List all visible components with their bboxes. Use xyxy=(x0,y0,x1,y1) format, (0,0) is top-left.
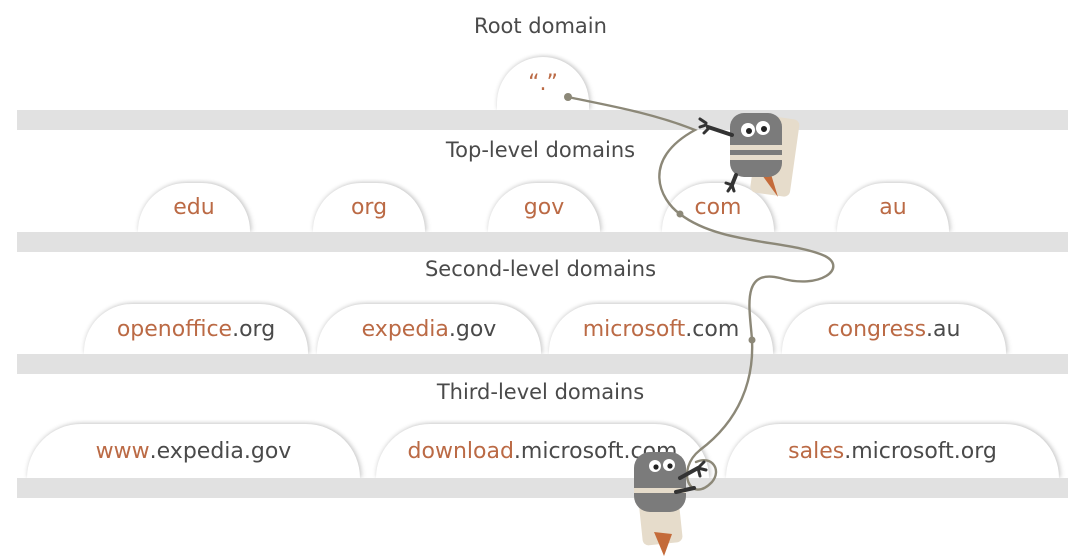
domain-sld-congress-name: congress xyxy=(827,316,927,342)
domain-third-download-name: download xyxy=(407,438,514,464)
domain-sld-congress-suffix: .au xyxy=(926,316,961,342)
domain-sld-openoffice: openoffice.org xyxy=(84,304,308,354)
domain-sld-openoffice-name: openoffice xyxy=(116,316,233,342)
top-level-domains-title: Top-level domains xyxy=(445,138,636,162)
domain-tld-com-label: com xyxy=(694,195,742,220)
shelf-second-level xyxy=(17,354,1068,374)
third-level-domains-title: Third-level domains xyxy=(436,380,645,404)
domain-sld-openoffice-suffix: .org xyxy=(232,316,276,342)
domain-tld-gov-label: gov xyxy=(523,195,565,220)
domain-third-sales-suffix: .microsoft.org xyxy=(844,438,997,464)
shelf-third-level xyxy=(17,478,1068,498)
domain-third-download: download.microsoft.com xyxy=(376,424,709,478)
rope-anchor-microsoft xyxy=(748,336,756,344)
domain-sld-microsoft-suffix: .com xyxy=(685,316,740,342)
rope-anchor-com xyxy=(676,210,684,218)
domain-sld-expedia-suffix: .gov xyxy=(448,316,497,342)
domain-third-sales-name: sales xyxy=(788,438,845,464)
climber-robot-bottom xyxy=(634,452,708,556)
domain-tld-org: org xyxy=(313,183,425,232)
domain-root-label: “.” xyxy=(528,71,558,96)
domain-sld-expedia-name: expedia xyxy=(361,316,449,342)
second-level-domains-title: Second-level domains xyxy=(424,257,657,281)
shelf-root xyxy=(17,110,1068,130)
domain-third-www-name: www xyxy=(95,438,150,464)
domain-tld-org-label: org xyxy=(350,195,388,220)
domain-third-www: www.expedia.gov xyxy=(27,424,360,478)
domain-sld-expedia: expedia.gov xyxy=(317,304,541,354)
rope-anchor-root xyxy=(564,93,572,101)
domain-sld-congress: congress.au xyxy=(782,304,1006,354)
climber-robot-top xyxy=(698,113,800,197)
root-domain-title: Root domain xyxy=(474,14,607,38)
domain-third-sales: sales.microsoft.org xyxy=(726,424,1059,478)
domain-sld-microsoft: microsoft.com xyxy=(549,304,773,354)
domain-sld-microsoft-name: microsoft xyxy=(582,316,686,342)
domain-third-www-suffix: .expedia.gov xyxy=(149,438,292,464)
domain-tld-edu-label: edu xyxy=(173,195,215,220)
shelf-top-level xyxy=(17,232,1068,252)
domain-tld-au-label: au xyxy=(879,195,907,220)
